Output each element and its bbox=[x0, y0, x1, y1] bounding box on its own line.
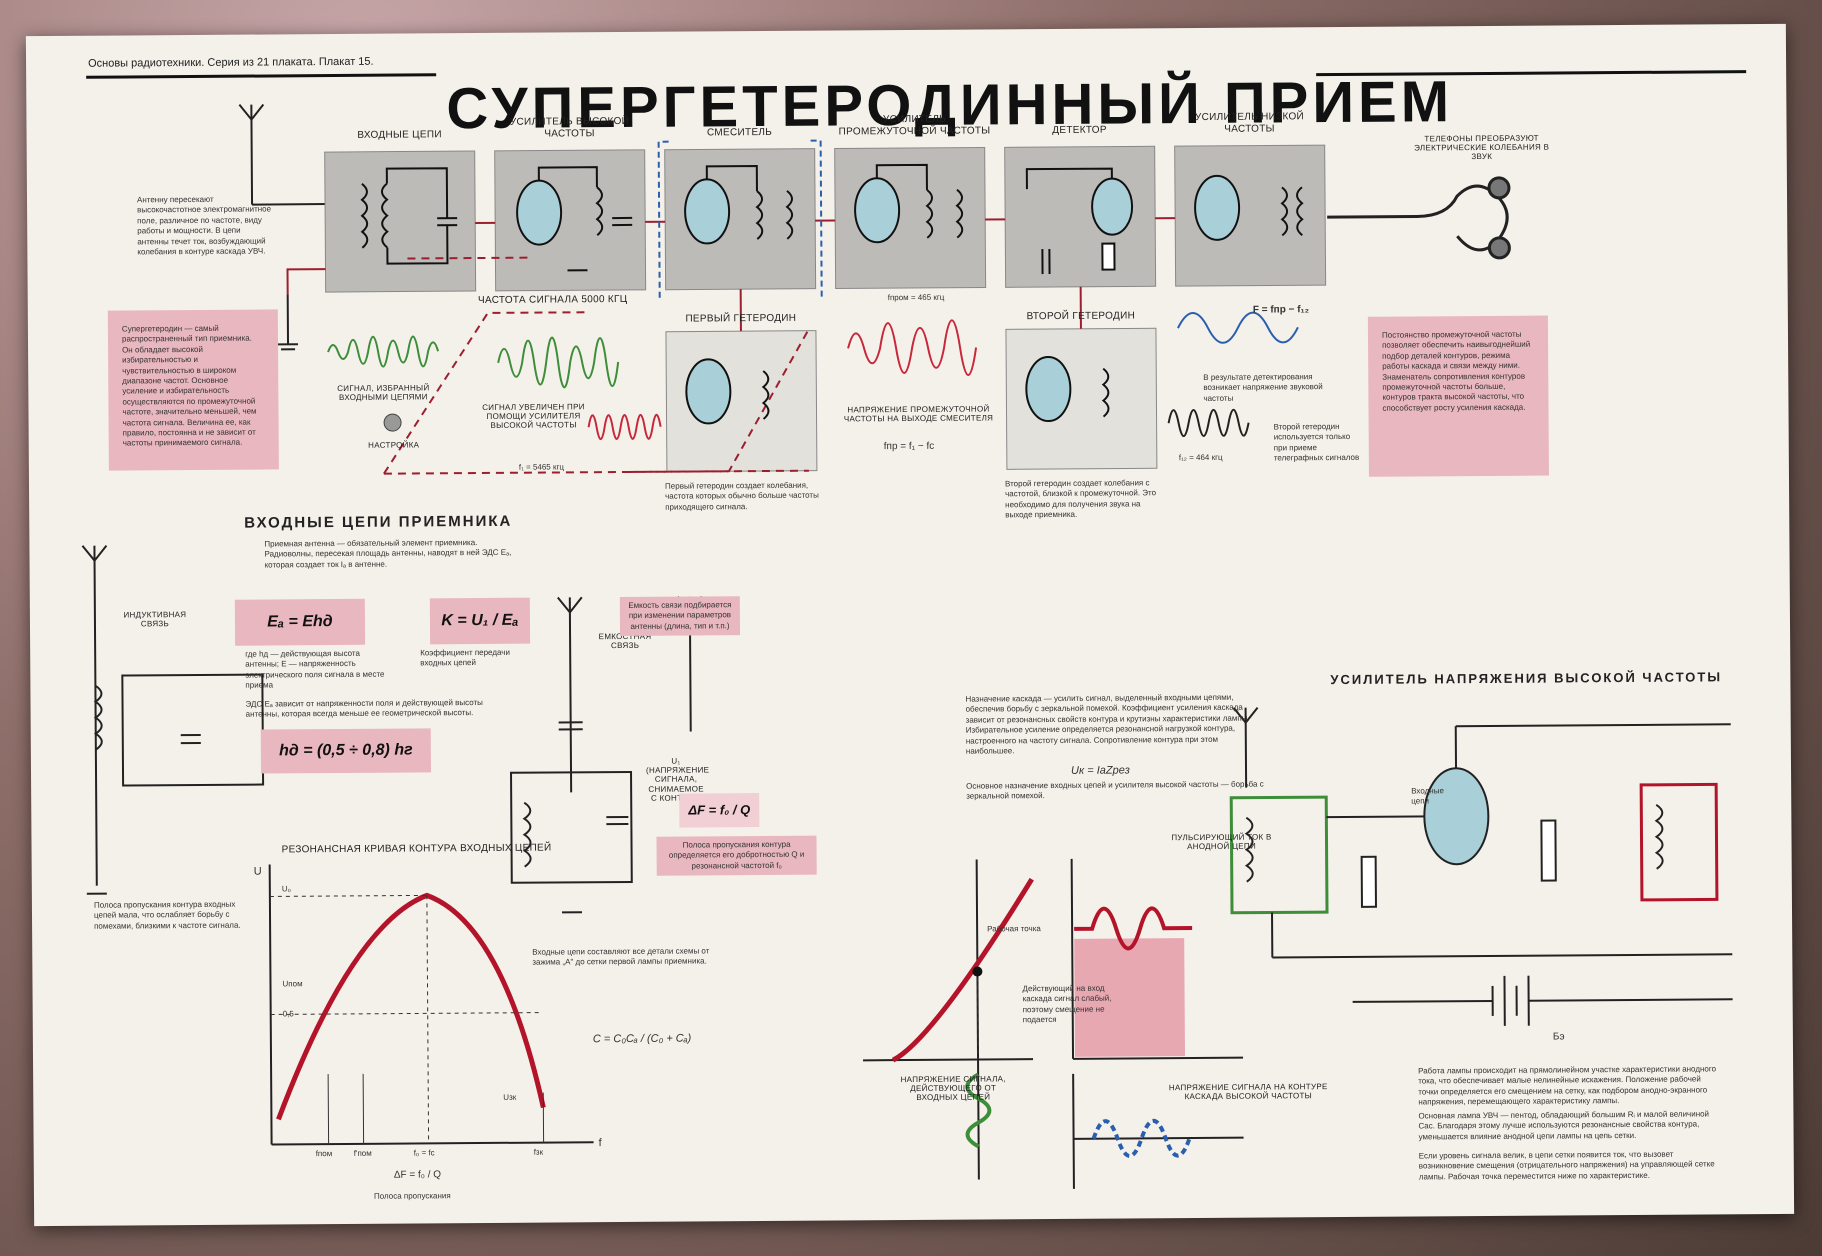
resonance-label-upom: Uпом bbox=[282, 979, 303, 989]
resonance-tick-f0: f₀ = fс bbox=[413, 1148, 435, 1158]
emf-note: ЭДС Eₐ зависит от напряженности поля и д… bbox=[245, 697, 483, 720]
label-mixer-output: НАПРЯЖЕНИЕ ПРОМЕЖУТОЧНОЙ ЧАСТОТЫ НА ВЫХО… bbox=[843, 404, 994, 424]
if-note-panel: Постоянство промежуточной частоты позвол… bbox=[1367, 315, 1549, 477]
label-input-circuits-small: Входные цепи bbox=[1411, 786, 1444, 806]
label-battery: Бэ bbox=[1552, 1031, 1565, 1043]
input-section-title: ВХОДНЫЕ ЦЕПИ ПРИЕМНИКА bbox=[244, 512, 513, 532]
waveforms bbox=[327, 311, 1299, 441]
wave-selected-signal bbox=[327, 335, 440, 368]
antenna-note: Антенну пересекают высокочастотное элект… bbox=[136, 194, 272, 257]
rf-main-purpose: Основное назначение входных цепей и усил… bbox=[966, 779, 1264, 802]
wave-first-oscillator bbox=[587, 413, 662, 441]
formula-transfer: K = U₁ / Eₐ bbox=[429, 597, 531, 645]
label-f-formula: fпр = f₁ − fс bbox=[883, 440, 935, 453]
signal-path bbox=[286, 217, 1176, 475]
coupling-capacitance-note: Емкость связи подбирается при изменении … bbox=[619, 596, 741, 637]
wave-audio bbox=[1177, 311, 1299, 344]
rf-tube-note: Основная лампа УВЧ — пентод, обладающий … bbox=[1418, 1109, 1710, 1142]
resonance-label-half: 0,5 bbox=[282, 1009, 294, 1019]
label-beat-formula: F = fпр − f₁₂ bbox=[1252, 304, 1310, 316]
label-f-intermediate: fпром = 465 кгц bbox=[887, 292, 945, 303]
label-af-amplifier: УСИЛИТЕЛЬ НИЗКОЙ ЧАСТОТЫ bbox=[1194, 111, 1305, 135]
resonance-x-label: f bbox=[598, 1137, 602, 1150]
rf-amplifier-circuit bbox=[1229, 706, 1733, 1026]
formula-emf: Eₐ = Ehд bbox=[234, 598, 366, 646]
formula-bandwidth: ΔF = f₀ / Q bbox=[679, 793, 760, 828]
resonance-passband: Полоса пропускания bbox=[373, 1191, 451, 1201]
label-first-oscillator: ПЕРВЫЙ ГЕТЕРОДИН bbox=[685, 312, 797, 325]
label-output-signal-voltage: НАПРЯЖЕНИЕ СИГНАЛА НА КОНТУРЕ КАСКАДА ВЫ… bbox=[1168, 1082, 1328, 1102]
input-circuit-description: Входные цепи составляют все детали схемы… bbox=[532, 946, 710, 968]
tuning-knob-icon bbox=[383, 413, 402, 432]
block-symbols bbox=[360, 163, 1304, 425]
wave-amplified-signal bbox=[497, 336, 620, 389]
resonance-tick-fpom: fпом bbox=[315, 1149, 333, 1159]
label-if-amplifier: УСИЛИТЕЛЬ ПРОМЕЖУТОЧНОЙ ЧАСТОТЫ bbox=[838, 113, 991, 137]
resonance-y-label: U bbox=[253, 865, 262, 878]
schematic-drawing bbox=[81, 103, 1733, 1189]
formula-effective-height: hд = (0,5 ÷ 0,8) hг bbox=[260, 728, 432, 774]
label-second-oscillator: ВТОРОЙ ГЕТЕРОДИН bbox=[1026, 310, 1136, 323]
effective-height-note: где hд — действующая высота антенны; E —… bbox=[245, 648, 385, 690]
inductive-coupling-circuit bbox=[81, 544, 265, 895]
resonance-tick-fzk: fзк bbox=[533, 1147, 544, 1157]
label-pulsing-current: ПУЛЬСИРУЮЩИЙ ТОК В АНОДНОЙ ЦЕПИ bbox=[1171, 832, 1272, 852]
label-detector: ДЕТЕКТОР bbox=[1052, 124, 1107, 136]
label-amplified-signal: СИГНАЛ УВЕЛИЧЕН ПРИ ПОМОЩИ УСИЛИТЕЛЯ ВЫС… bbox=[482, 402, 585, 431]
resonance-label-uzk: Uзк bbox=[503, 1092, 517, 1102]
label-work-point: Рабочая точка bbox=[987, 924, 1041, 934]
passband-left-note: Полоса пропускания контура входных цепей… bbox=[93, 899, 241, 931]
resonance-bandwidth: ΔF = f₀ / Q bbox=[393, 1169, 442, 1181]
label-f-heterodyne: f₁ = 5465 кгц bbox=[518, 462, 564, 472]
label-rf-amplifier: УСИЛИТЕЛЬ ВЫСОКОЙ ЧАСТОТЫ bbox=[509, 115, 630, 140]
resonance-curve-chart bbox=[268, 864, 594, 1146]
transfer-note: Коэффициент передачи входных цепей bbox=[420, 647, 510, 668]
rf-signal-note: Если уровень сигнала велик, в цепи сетки… bbox=[1418, 1149, 1715, 1182]
first-osc-description: Первый гетеродин создает колебания, част… bbox=[664, 480, 819, 512]
second-osc-description: Второй гетеродин создает колебания с час… bbox=[1004, 478, 1157, 520]
block-input bbox=[324, 150, 477, 293]
label-signal-frequency: ЧАСТОТА СИГНАЛА 5000 кгц bbox=[477, 293, 628, 307]
rf-work-description: Работа лампы происходит на прямолинейном… bbox=[1418, 1064, 1717, 1107]
label-tuning: НАСТРОЙКА bbox=[368, 440, 420, 450]
capacitive-coupling-circuit bbox=[510, 595, 703, 914]
label-input-signal-voltage: НАПРЯЖЕНИЕ СИГНАЛА, ДЕЙСТВУЮЩЕГО ОТ ВХОД… bbox=[900, 1074, 1006, 1103]
rf-purpose: Назначение каскада — усилить сигнал, выд… bbox=[965, 692, 1250, 756]
label-f2: f₁₂ = 464 кгц bbox=[1178, 452, 1223, 463]
label-mixer: СМЕСИТЕЛЬ bbox=[706, 126, 773, 139]
resonance-label-u0: U₀ bbox=[281, 884, 291, 894]
headphones-icon bbox=[1327, 176, 1511, 260]
input-section-intro: Приемная антенна — обязательный элемент … bbox=[264, 538, 512, 570]
anode-characteristic-chart bbox=[863, 858, 1244, 1189]
label-second-osc-note: Второй гетеродин используется только при… bbox=[1273, 421, 1360, 463]
label-inductive-coupling: ИНДУКТИВНАЯ СВЯЗЬ bbox=[123, 610, 187, 629]
block-detector bbox=[1004, 145, 1157, 288]
rf-section-title: УСИЛИТЕЛЬ НАПРЯЖЕНИЯ ВЫСОКОЙ ЧАСТОТЫ bbox=[1330, 669, 1723, 688]
resonance-chart-title: РЕЗОНАНСНАЯ КРИВАЯ КОНТУРА ВХОДНЫХ ЦЕПЕЙ bbox=[281, 842, 552, 856]
grid-bias-note: Действующий на вход каскада сигнал слабы… bbox=[1022, 983, 1112, 1025]
label-selected-signal: СИГНАЛ, ИЗБРАННЫЙ ВХОДНЫМИ ЦЕПЯМИ bbox=[337, 383, 430, 403]
bandwidth-note: Полоса пропускания контура определяется … bbox=[656, 835, 817, 876]
wave-second-oscillator bbox=[1167, 408, 1250, 438]
label-input-circuits: ВХОДНЫЕ ЦЕПИ bbox=[357, 129, 442, 141]
antenna-icon bbox=[238, 103, 328, 351]
wave-if-signal bbox=[847, 319, 978, 376]
resonance-tick-fpom2: f'пом bbox=[353, 1148, 372, 1158]
superhet-note-panel: Супергетеродин — самый распространенный … bbox=[107, 309, 279, 471]
label-detect-result: В результате детектирования возникает на… bbox=[1203, 372, 1323, 403]
formula-contour-voltage: Uк = IaZрез bbox=[1070, 764, 1130, 777]
formula-coupling-capacitance: C = C₀Cₐ / (C₀ + Cₐ) bbox=[592, 1032, 692, 1046]
label-headphones: ТЕЛЕФОНЫ ПРЕОБРАЗУЮТ ЭЛЕКТРИЧЕСКИЕ КОЛЕБ… bbox=[1414, 133, 1550, 162]
poster: Основы радиотехники. Серия из 21 плаката… bbox=[25, 23, 1795, 1227]
